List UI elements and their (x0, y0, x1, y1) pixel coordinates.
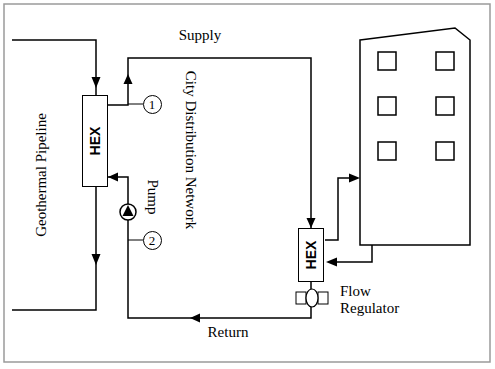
window (378, 142, 396, 160)
flow-regulator-symbol (318, 292, 328, 304)
callout-tick (128, 240, 143, 241)
building-supply-pipe (325, 178, 352, 240)
arrowhead (92, 77, 101, 88)
callout-tick (128, 104, 143, 105)
flow-label: Return (206, 324, 251, 341)
heat-exchanger-box: HEX (82, 95, 108, 187)
vertical-label: Geothermal Pipeline (33, 113, 50, 237)
pipe-line (108, 177, 311, 318)
arrowhead (190, 314, 200, 323)
window (378, 52, 396, 70)
frame (4, 4, 490, 362)
box-label: HEX (87, 127, 103, 156)
component-label: Flow Regulator (340, 283, 418, 318)
arrowhead (326, 258, 337, 267)
arrowhead (92, 254, 101, 265)
vertical-label: Pump (143, 179, 160, 214)
window (436, 52, 454, 70)
flow-regulator-symbol (296, 292, 306, 304)
pump-symbol (120, 204, 136, 220)
geothermal-pipe-out (12, 185, 96, 310)
arrowhead (349, 174, 360, 183)
building-return-pipe (334, 245, 372, 262)
heat-exchanger-box: HEX (298, 228, 324, 282)
pipe-line (108, 58, 311, 228)
flow-regulator-symbol (306, 289, 318, 307)
building (360, 28, 470, 245)
flow-label: Supply (177, 27, 224, 44)
callout-number: 1 (143, 95, 162, 114)
callout-number: 2 (143, 231, 162, 250)
pump-symbol (123, 205, 134, 216)
box-label: HEX (303, 241, 319, 270)
geothermal-pipe-in (12, 40, 96, 97)
window (436, 142, 454, 160)
arrowhead (108, 173, 118, 182)
window (378, 97, 396, 115)
pipe-connector (108, 173, 311, 323)
vertical-label: City Distribution Network (181, 71, 198, 229)
window (436, 97, 454, 115)
pipe-connector (108, 58, 316, 228)
arrowhead (124, 74, 133, 84)
arrowhead (307, 218, 316, 228)
